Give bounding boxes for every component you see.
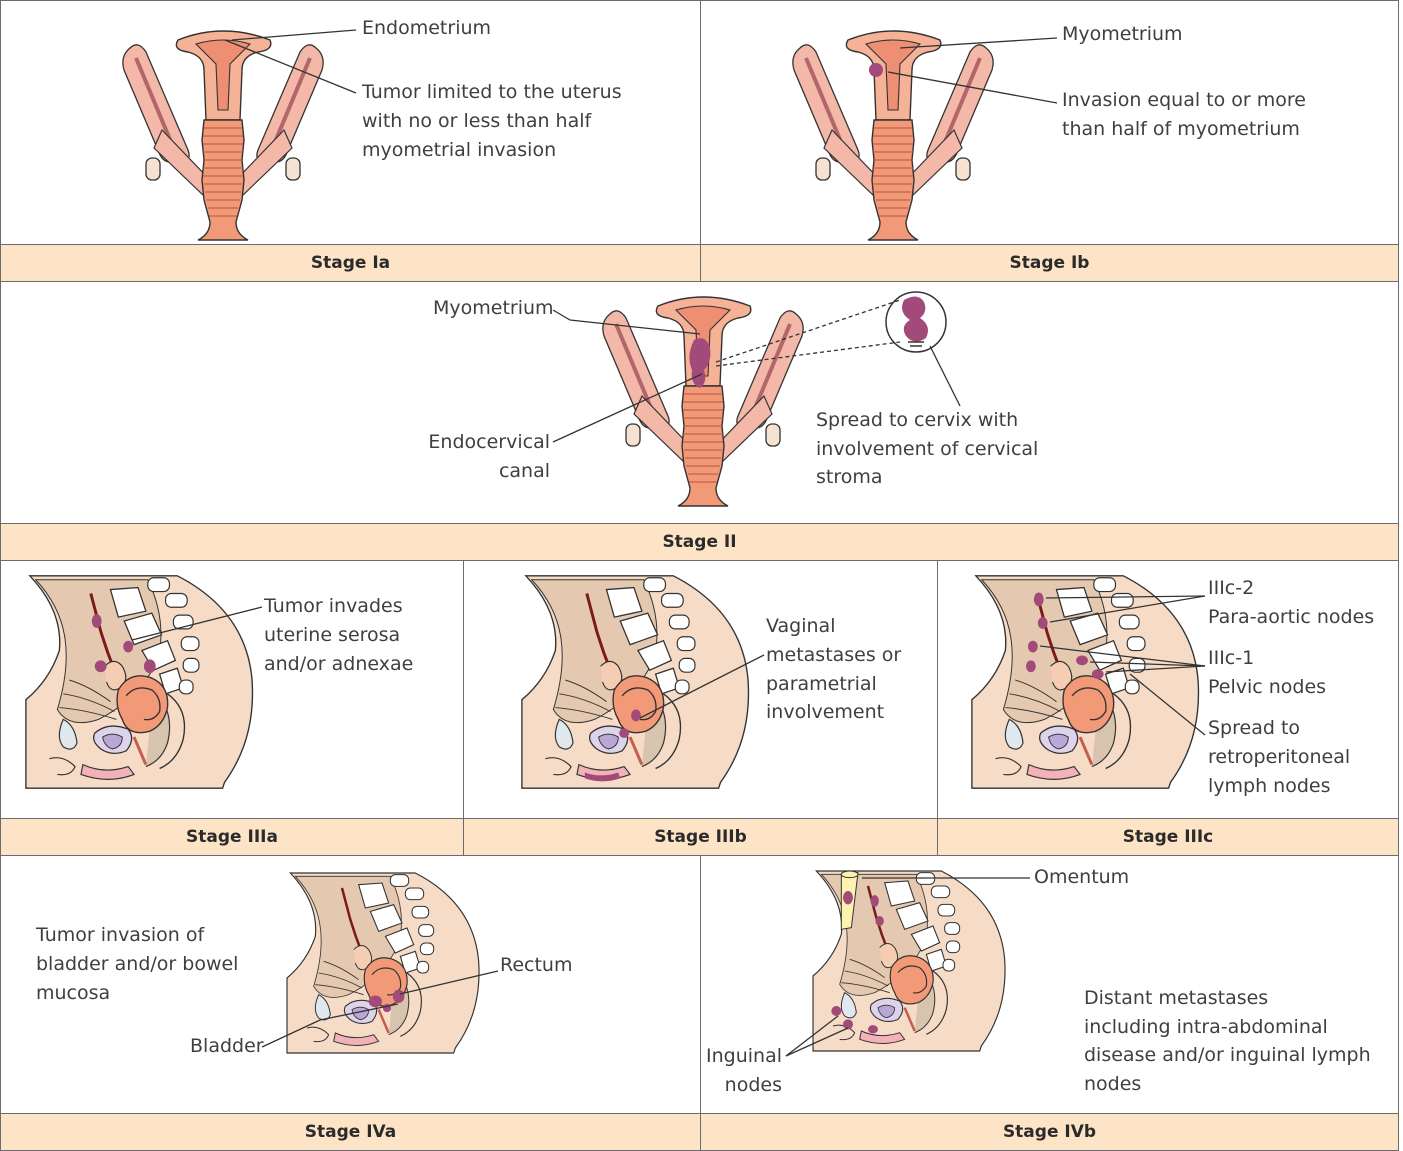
uterus-illustration-ia [118,30,328,242]
desc-ia-line1: Tumor limited to the uterus [362,78,622,107]
stage-ib-title: Stage Ib [700,244,1399,282]
stage-iiia-title: Stage IIIa [0,818,464,856]
pelvis-illustration-iva [282,868,482,1058]
stage-ii-title: Stage II [0,523,1399,561]
desc-iiia-line2: uterine serosa [264,621,400,650]
desc-ii-line1: Spread to cervix with [816,406,1018,435]
desc-iiia-line1: Tumor invades [264,592,403,621]
label-bladder: Bladder [190,1032,264,1061]
stage-iva-title: Stage IVa [0,1113,701,1151]
desc-iiib-line3: parametrial [766,670,877,699]
label-endometrium-ia: Endometrium [362,14,491,43]
desc-ivb-line4: nodes [1084,1070,1141,1099]
desc-ivb-line3: disease and/or inguinal lymph [1084,1041,1371,1070]
pelvis-illustration-iiia [20,570,256,794]
label-omentum: Omentum [1034,863,1129,892]
desc-iva-line1: Tumor invasion of [36,921,204,950]
label-inguinal-line1: Inguinal [700,1042,782,1071]
desc-ia-line3: myometrial invasion [362,136,556,165]
tumor-spot-ib [869,63,883,77]
desc-iiic-line3: lymph nodes [1208,772,1331,801]
desc-iiib-line1: Vaginal [766,612,835,641]
magnified-cervix-inset [884,290,948,354]
desc-ivb-line2: including intra-abdominal [1084,1013,1328,1042]
desc-ib-line2: than half of myometrium [1062,115,1300,144]
uterus-illustration-ib [788,30,998,242]
desc-ib-line1: Invasion equal to or more [1062,86,1306,115]
label-myometrium-ii: Myometrium [433,294,554,323]
stage-ia-title: Stage Ia [0,244,701,282]
desc-iva-line3: mucosa [36,979,110,1008]
stage-iiib-title: Stage IIIb [463,818,938,856]
label-rectum: Rectum [500,951,572,980]
label-pelvic-nodes: Pelvic nodes [1208,673,1326,702]
desc-ii-line3: stroma [816,463,883,492]
label-paraaortic-nodes: Para-aortic nodes [1208,603,1374,632]
label-canal-ii-line1: Endocervical [428,428,550,457]
desc-ivb-line1: Distant metastases [1084,984,1268,1013]
pelvis-illustration-iiic [966,570,1202,794]
desc-iiib-line4: involvement [766,698,884,727]
desc-iiic-line2: retroperitoneal [1208,743,1350,772]
stage-iiic-title: Stage IIIc [937,818,1399,856]
desc-iva-line2: bladder and/or bowel [36,950,238,979]
label-canal-ii-line2: canal [428,457,550,486]
panel-stage-ivb [700,855,1399,1114]
pelvis-illustration-ivb [808,866,1008,1056]
label-inguinal-line2: nodes [700,1071,782,1100]
pelvis-illustration-iiib [516,570,752,794]
label-iiic1: IIIc-1 [1208,644,1254,673]
stage-ivb-title: Stage IVb [700,1113,1399,1151]
uterus-illustration-ii [598,296,808,508]
desc-iiia-line3: and/or adnexae [264,650,413,679]
label-myometrium-ib: Myometrium [1062,20,1183,49]
desc-iiib-line2: metastases or [766,641,901,670]
label-iiic2: IIIc-2 [1208,574,1254,603]
desc-ia-line2: with no or less than half [362,107,591,136]
desc-ii-line2: involvement of cervical [816,435,1038,464]
panel-stage-ia [0,0,701,245]
desc-iiic-line1: Spread to [1208,714,1300,743]
